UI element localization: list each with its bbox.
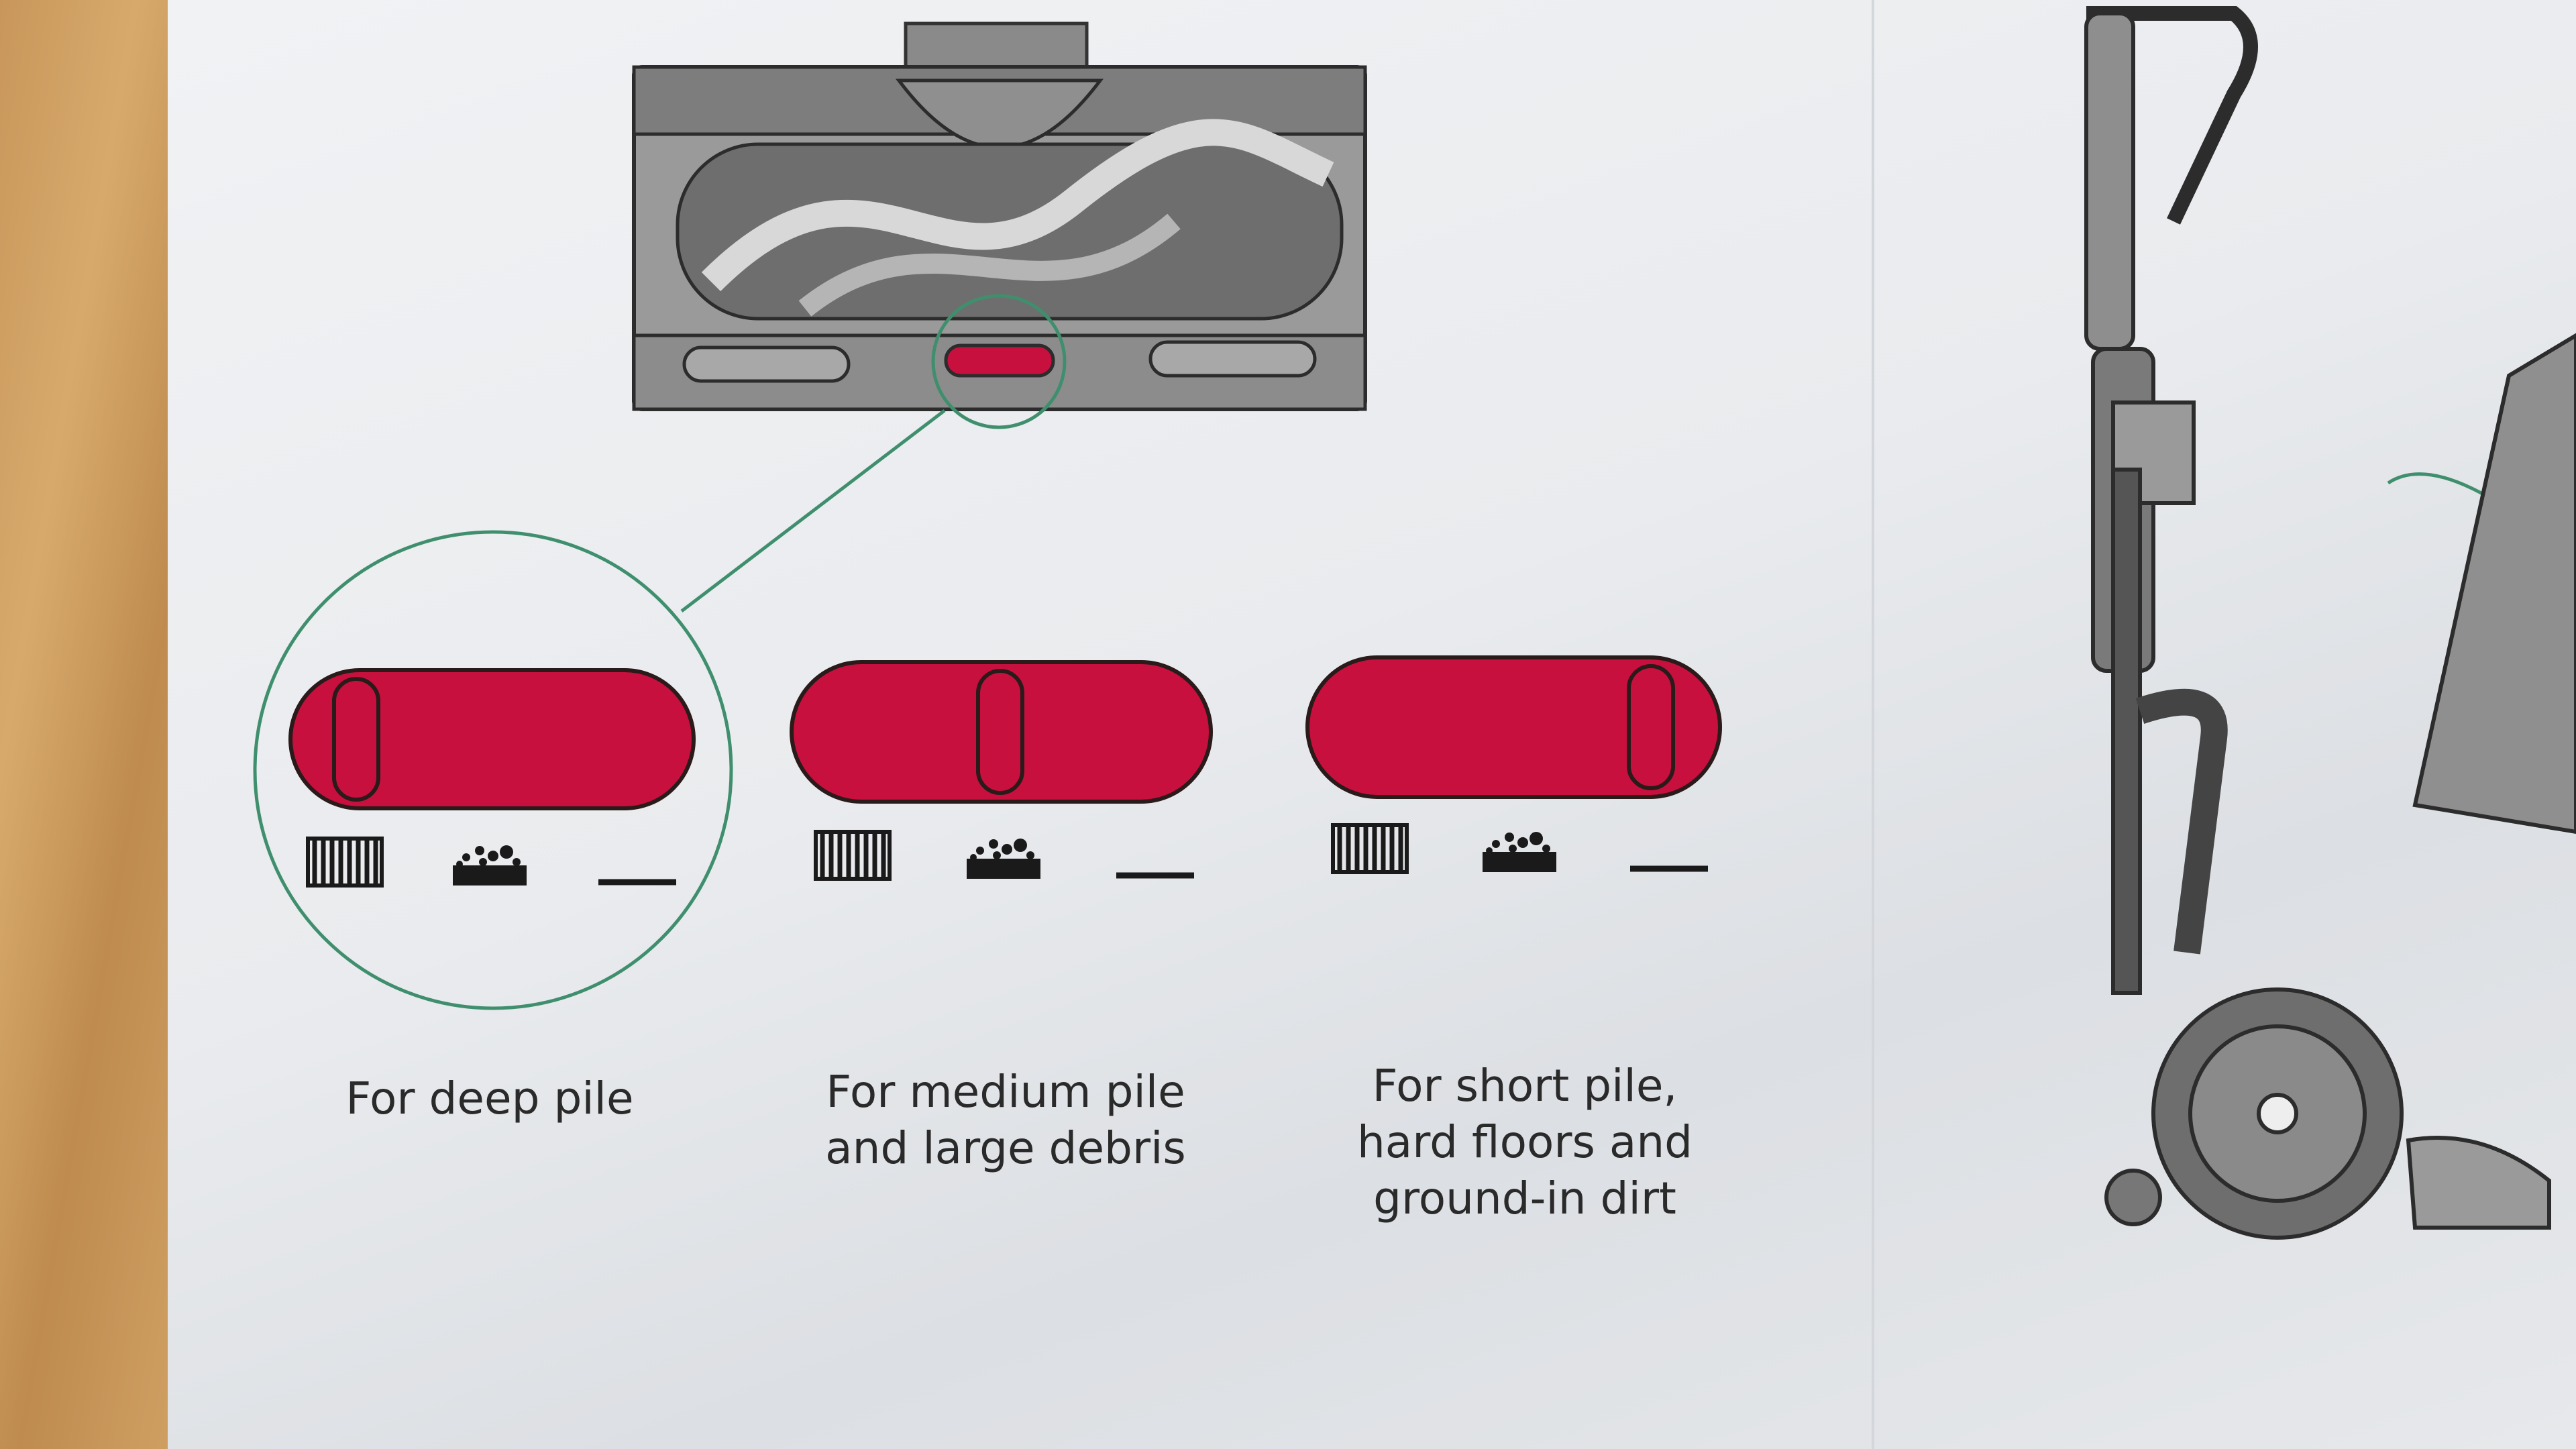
callout-circle-small <box>931 294 1067 429</box>
label-line: For deep pile <box>345 1073 634 1124</box>
debris-icon <box>1483 852 1556 872</box>
slider-deep-pile <box>288 668 696 810</box>
debris-particle <box>1529 832 1543 845</box>
debris-particle <box>1492 840 1500 848</box>
debris-particle <box>970 854 977 861</box>
deep-carpet-icon <box>1331 823 1409 874</box>
debris-particle <box>976 847 984 855</box>
deep-carpet-icon <box>306 837 384 888</box>
upright-vacuum-illustration <box>2084 5 2576 1240</box>
debris-particle <box>1486 847 1493 854</box>
label-line: For short pile, <box>1372 1060 1678 1112</box>
debris-icon <box>967 859 1040 879</box>
debris-particle <box>1509 845 1517 853</box>
debris-particle <box>500 845 513 859</box>
debris-particle <box>488 851 498 861</box>
page-fold <box>1872 0 1874 1449</box>
debris-particle <box>479 858 487 866</box>
debris-particle <box>1014 839 1027 852</box>
cleaner-head-illustration <box>632 21 1367 411</box>
slider-medium-pile <box>790 660 1213 804</box>
slider-small <box>944 343 1055 378</box>
slider-short-pile <box>1305 655 1722 799</box>
debris-particle <box>1026 851 1034 859</box>
debris-particle <box>1542 845 1550 853</box>
debris-particle <box>993 851 1001 859</box>
deep-carpet-icon <box>814 830 892 881</box>
debris-particle <box>462 853 470 861</box>
label-line: and large debris <box>825 1122 1186 1174</box>
label-line: hard floors and <box>1356 1116 1693 1168</box>
debris-particle <box>1517 837 1528 848</box>
callout-circle-large <box>253 530 733 1010</box>
callout-line <box>680 409 946 612</box>
debris-particle <box>513 858 521 866</box>
debris-particle <box>1505 833 1514 842</box>
label-short-pile: For short pile, hard floors and ground-i… <box>1290 1058 1760 1227</box>
debris-particle <box>1002 844 1012 855</box>
label-deep-pile: For deep pile <box>255 1071 724 1127</box>
label-medium-pile: For medium pile and large debris <box>771 1064 1240 1177</box>
debris-particle <box>475 846 484 855</box>
debris-icon <box>453 865 527 885</box>
label-line: For medium pile <box>826 1066 1185 1118</box>
label-line: ground-in dirt <box>1373 1173 1676 1224</box>
debris-particle <box>456 861 463 867</box>
debris-particle <box>989 839 998 849</box>
